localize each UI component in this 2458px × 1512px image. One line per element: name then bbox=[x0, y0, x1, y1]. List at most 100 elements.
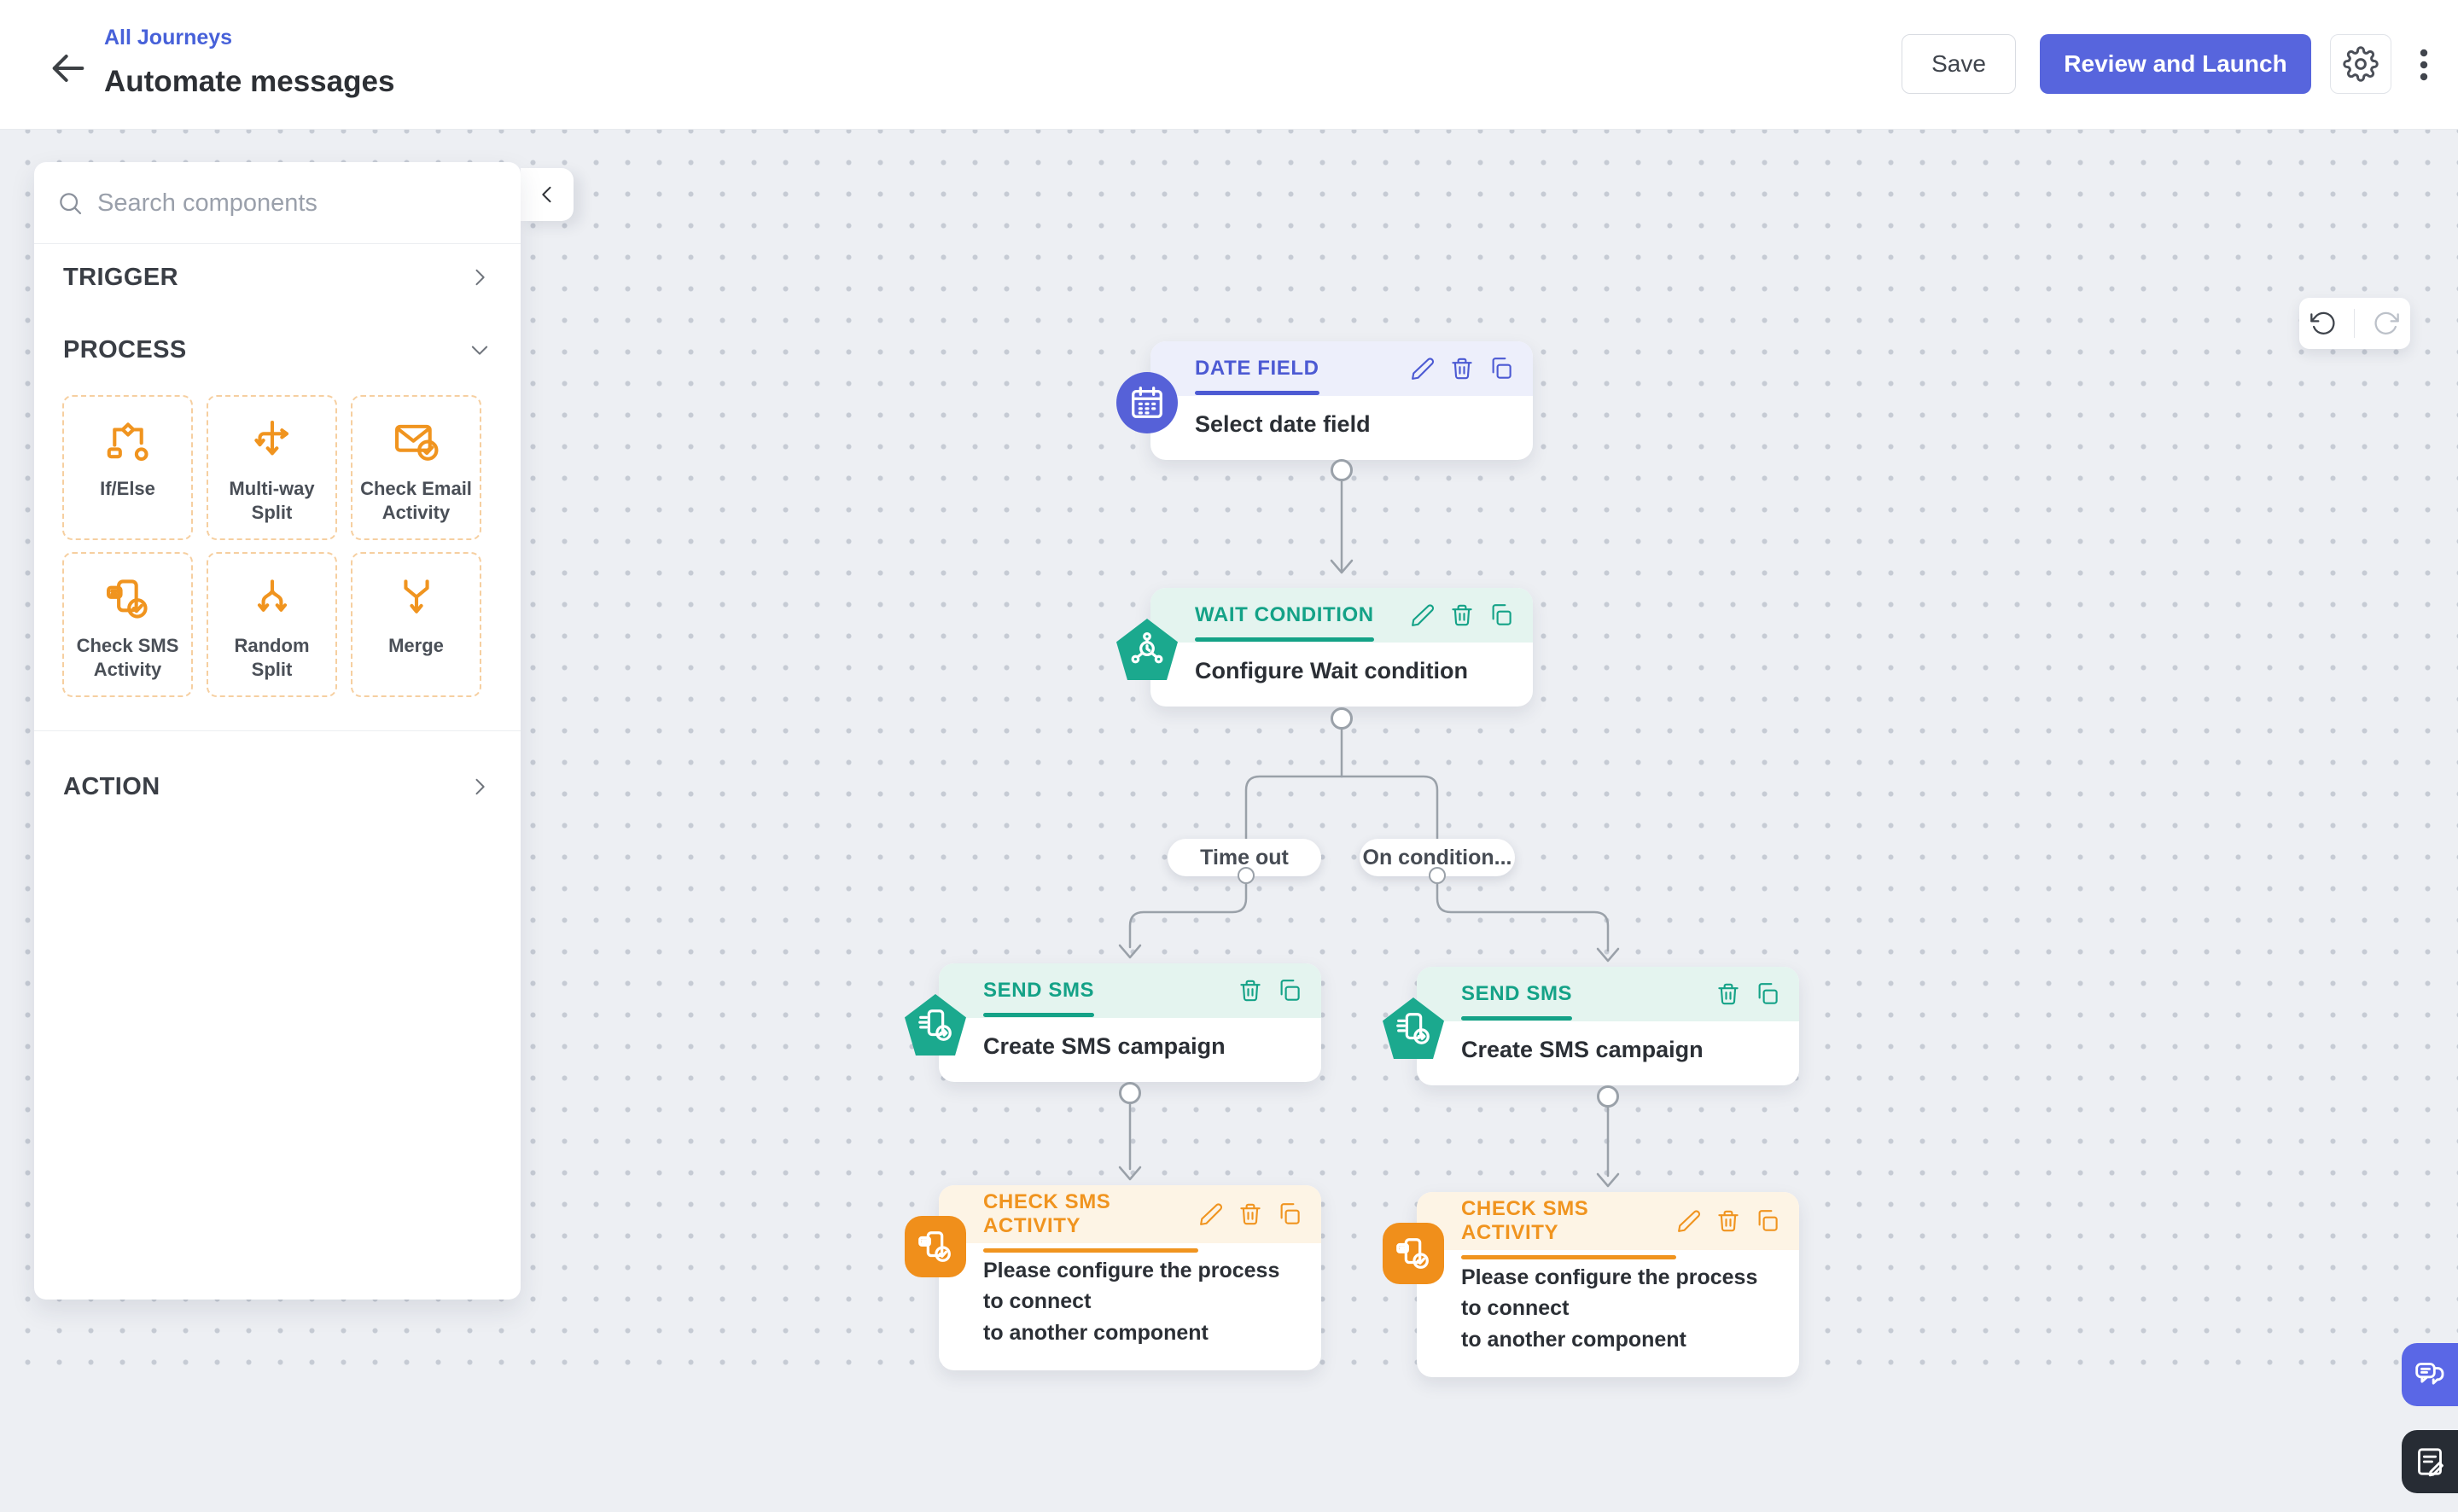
connector-port[interactable] bbox=[1119, 1082, 1141, 1104]
duplicate-icon[interactable] bbox=[1755, 1208, 1780, 1234]
delete-icon[interactable] bbox=[1238, 1201, 1263, 1227]
delete-icon[interactable] bbox=[1715, 1208, 1741, 1234]
node-description: Create SMS campaign bbox=[1417, 1021, 1799, 1085]
connector-port[interactable] bbox=[1238, 867, 1255, 884]
connector-port[interactable] bbox=[1331, 707, 1353, 730]
calendar-icon bbox=[1116, 372, 1178, 433]
check-email-activity-icon bbox=[392, 417, 441, 467]
delete-icon[interactable] bbox=[1449, 602, 1475, 628]
check-sms-activity-icon bbox=[1383, 1223, 1444, 1284]
divider bbox=[34, 730, 521, 731]
edit-icon[interactable] bbox=[1676, 1208, 1702, 1234]
connector-port[interactable] bbox=[1597, 1085, 1619, 1108]
check-sms-activity-icon bbox=[905, 1216, 966, 1277]
tile-label: Check SMS Activity bbox=[76, 635, 179, 680]
component-tile-multiway-split[interactable]: Multi-way Split bbox=[207, 395, 337, 540]
component-tile-random-split[interactable]: Random Split bbox=[207, 552, 337, 697]
edit-icon[interactable] bbox=[1198, 1201, 1224, 1227]
node-title: SEND SMS bbox=[983, 979, 1095, 1017]
sidebar-section-action[interactable]: ACTION bbox=[34, 761, 521, 812]
node-check-sms-activity-right[interactable]: CHECK SMS ACTIVITY Please configure the … bbox=[1383, 1192, 1799, 1377]
connector-port[interactable] bbox=[1331, 459, 1353, 481]
branch-label-text: On condition... bbox=[1362, 845, 1512, 869]
section-label: ACTION bbox=[63, 772, 160, 800]
divider bbox=[2354, 309, 2356, 338]
divider bbox=[34, 243, 521, 244]
node-header: WAIT CONDITION bbox=[1150, 588, 1533, 643]
chevron-right-icon bbox=[468, 265, 492, 289]
sidebar-section-trigger[interactable]: TRIGGER bbox=[34, 252, 521, 303]
node-check-sms-activity-left[interactable]: CHECK SMS ACTIVITY Please configure the … bbox=[905, 1185, 1321, 1370]
delete-icon[interactable] bbox=[1238, 978, 1263, 1003]
search-icon bbox=[56, 189, 84, 217]
duplicate-icon[interactable] bbox=[1277, 1201, 1302, 1227]
settings-button[interactable] bbox=[2330, 34, 2391, 94]
breadcrumb[interactable]: All Journeys bbox=[104, 26, 233, 49]
chat-support-button[interactable] bbox=[2402, 1343, 2458, 1406]
component-tile-if-else[interactable]: If/Else bbox=[62, 395, 193, 540]
node-send-sms-left[interactable]: SEND SMS Create SMS campaign bbox=[905, 963, 1321, 1082]
delete-icon[interactable] bbox=[1715, 981, 1741, 1007]
node-title: CHECK SMS ACTIVITY bbox=[983, 1190, 1198, 1253]
edit-icon[interactable] bbox=[1410, 356, 1436, 381]
duplicate-icon[interactable] bbox=[1488, 356, 1514, 381]
duplicate-icon[interactable] bbox=[1277, 978, 1302, 1003]
kebab-menu-icon[interactable] bbox=[2403, 44, 2444, 85]
branch-label-text: Time out bbox=[1200, 845, 1289, 869]
node-header: DATE FIELD bbox=[1150, 341, 1533, 396]
node-title: DATE FIELD bbox=[1195, 357, 1319, 395]
edit-icon[interactable] bbox=[1410, 602, 1436, 628]
collapse-panel-button[interactable] bbox=[521, 168, 574, 221]
node-header: SEND SMS bbox=[1417, 967, 1799, 1021]
tile-label: Random Split bbox=[234, 635, 310, 680]
component-tile-merge[interactable]: Merge bbox=[351, 552, 481, 697]
component-tile-check-email-activity[interactable]: Check Email Activity bbox=[351, 395, 481, 540]
description-bold: SMS campaign bbox=[1539, 1037, 1704, 1062]
duplicate-icon[interactable] bbox=[1755, 981, 1780, 1007]
chevron-down-icon bbox=[468, 338, 492, 362]
components-panel: TRIGGER PROCESS If/Else Multi-way Split … bbox=[34, 162, 521, 1300]
connector-port[interactable] bbox=[1429, 867, 1446, 884]
merge-icon bbox=[392, 574, 441, 624]
node-description: Please configure the process to connect … bbox=[983, 1259, 1280, 1345]
tile-label: Multi-way Split bbox=[229, 478, 315, 523]
description-prefix: Create bbox=[1461, 1037, 1540, 1062]
node-send-sms-right[interactable]: SEND SMS Create SMS campaign bbox=[1383, 967, 1799, 1085]
search-input[interactable] bbox=[97, 177, 490, 229]
save-button[interactable]: Save bbox=[1902, 34, 2016, 94]
check-sms-activity-icon bbox=[103, 574, 153, 624]
chevron-right-icon bbox=[468, 775, 492, 799]
node-description: Create SMS campaign bbox=[939, 1018, 1321, 1082]
back-arrow-icon[interactable] bbox=[44, 44, 92, 92]
random-split-icon bbox=[248, 574, 297, 624]
duplicate-icon[interactable] bbox=[1488, 602, 1514, 628]
multiway-split-icon bbox=[248, 417, 297, 467]
delete-icon[interactable] bbox=[1449, 356, 1475, 381]
section-label: TRIGGER bbox=[63, 263, 178, 291]
description-bold: SMS campaign bbox=[1061, 1033, 1226, 1059]
chevron-left-icon bbox=[535, 183, 559, 206]
if-else-icon bbox=[103, 417, 153, 467]
tile-label: Check Email Activity bbox=[360, 478, 472, 523]
section-label: PROCESS bbox=[63, 335, 187, 363]
note-icon bbox=[2413, 1445, 2447, 1479]
node-description: Configure Wait condition bbox=[1195, 658, 1468, 683]
page-title: Automate messages bbox=[104, 65, 395, 98]
node-date-field[interactable]: DATE FIELD Select date field bbox=[1116, 341, 1533, 460]
component-tile-check-sms-activity[interactable]: Check SMS Activity bbox=[62, 552, 193, 697]
undo-icon[interactable] bbox=[2309, 310, 2336, 337]
gear-icon bbox=[2343, 46, 2379, 82]
node-title: SEND SMS bbox=[1461, 982, 1573, 1021]
node-title: CHECK SMS ACTIVITY bbox=[1461, 1197, 1676, 1259]
node-description: Please configure the process to connect … bbox=[1461, 1265, 1758, 1352]
redo-icon[interactable] bbox=[2374, 310, 2401, 337]
feedback-note-button[interactable] bbox=[2402, 1430, 2458, 1493]
node-wait-condition[interactable]: WAIT CONDITION Configure Wait condition bbox=[1116, 588, 1533, 707]
node-description: Select date field bbox=[1195, 411, 1371, 437]
sidebar-section-process[interactable]: PROCESS bbox=[34, 324, 521, 375]
node-header: SEND SMS bbox=[939, 963, 1321, 1018]
review-and-launch-button[interactable]: Review and Launch bbox=[2040, 34, 2311, 94]
node-header: CHECK SMS ACTIVITY bbox=[939, 1185, 1321, 1253]
history-toolbar bbox=[2299, 298, 2410, 349]
app-header: All Journeys Automate messages Save Revi… bbox=[0, 0, 2458, 130]
